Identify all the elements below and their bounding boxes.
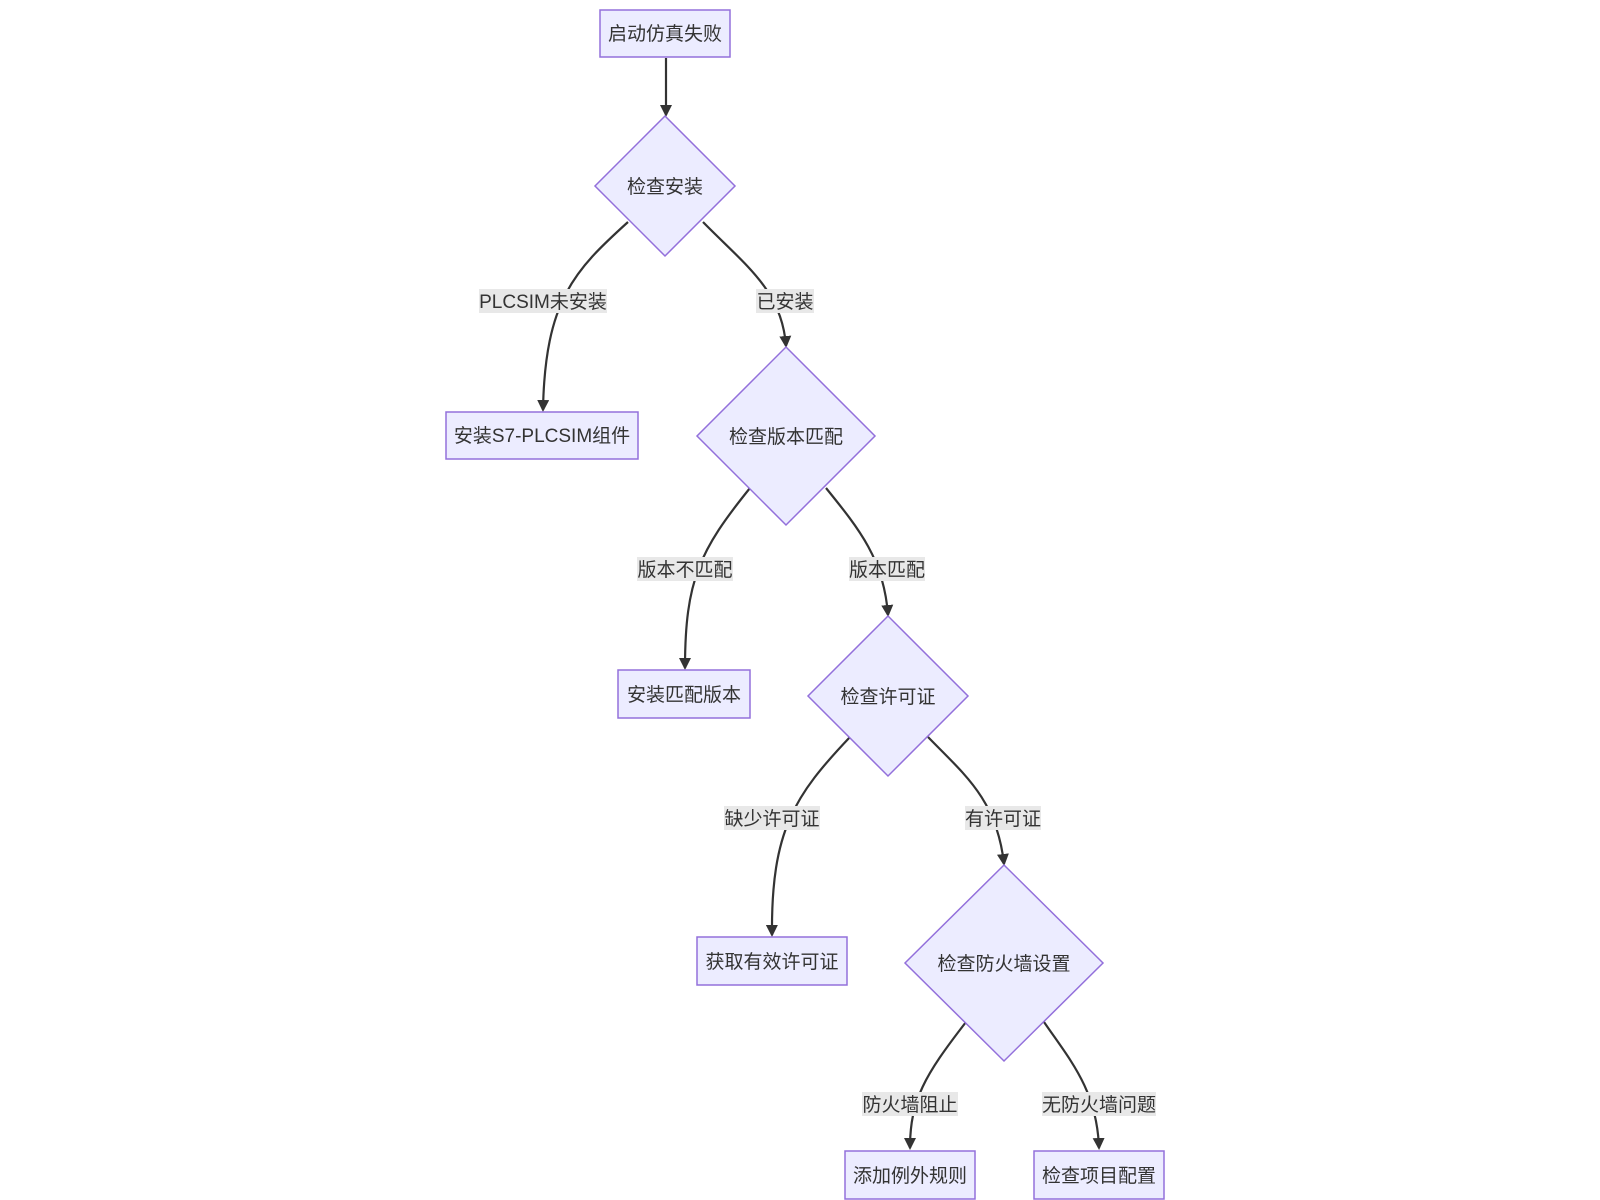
edge-check-version-to-check-license: [825, 487, 894, 617]
edge-check-license-to-check-firewall: [927, 736, 1009, 866]
edge-label-installed: 已安装: [756, 289, 814, 313]
node-install-matching[interactable]: 安装匹配版本: [617, 669, 751, 719]
node-check-project[interactable]: 检查项目配置: [1033, 1150, 1165, 1200]
edge-check-install-to-install-component: [537, 221, 629, 412]
node-label: 检查许可证: [840, 686, 935, 708]
node-add-exception[interactable]: 添加例外规则: [844, 1150, 976, 1200]
node-label: 安装匹配版本: [627, 684, 741, 706]
edge-label-version-mismatch: 版本不匹配: [637, 557, 733, 581]
node-label: 添加例外规则: [853, 1165, 967, 1187]
edge-label-text: 版本不匹配: [637, 559, 732, 581]
edge-check-license-to-get-license: [765, 736, 851, 937]
node-label: 检查安装: [627, 176, 703, 198]
edge-label-text: 有许可证: [965, 808, 1041, 830]
node-label: 启动仿真失败: [608, 23, 722, 45]
edge-check-firewall-to-add-exception: [904, 1021, 967, 1150]
edge-label-no-license: 缺少许可证: [724, 806, 820, 830]
edge-label-text: 无防火墙问题: [1042, 1094, 1156, 1116]
decision-check-firewall[interactable]: 检查防火墙设置: [903, 863, 1105, 1063]
edge-label-text: 版本匹配: [849, 559, 925, 581]
edge-label-no-firewall-issue: 无防火墙问题: [1042, 1092, 1156, 1116]
node-label: 获取有效许可证: [705, 951, 838, 973]
node-label: 安装S7-PLCSIM组件: [454, 425, 630, 447]
decision-check-install[interactable]: 检查安装: [593, 114, 737, 258]
node-start[interactable]: 启动仿真失败: [599, 9, 731, 58]
node-label: 检查防火墙设置: [937, 953, 1070, 975]
nodes: 启动仿真失败 检查安装 安装S7-PLCSIM组件 检查版本匹配 安装匹配版本 …: [445, 9, 1165, 1200]
edge-labels: PLCSIM未安装 已安装 版本不匹配 版本匹配 缺少许可证 有许可证 防火墙阻…: [479, 289, 1156, 1116]
edge-label-has-license: 有许可证: [965, 806, 1041, 830]
node-get-license[interactable]: 获取有效许可证: [696, 936, 848, 986]
decision-check-version[interactable]: 检查版本匹配: [695, 345, 877, 527]
edge-label-firewall-blocked: 防火墙阻止: [862, 1092, 958, 1116]
edge-label-text: 已安装: [756, 291, 813, 313]
node-install-component[interactable]: 安装S7-PLCSIM组件: [445, 411, 639, 460]
edge-check-firewall-to-check-project: [1043, 1021, 1105, 1150]
edge-label-text: 缺少许可证: [724, 808, 819, 830]
edge-label-version-match: 版本匹配: [849, 557, 925, 581]
edge-label-not-installed: PLCSIM未安装: [479, 289, 607, 313]
edge-label-text: 防火墙阻止: [862, 1094, 957, 1116]
node-label: 检查项目配置: [1042, 1165, 1156, 1187]
decision-check-license[interactable]: 检查许可证: [806, 614, 970, 778]
node-label: 检查版本匹配: [729, 426, 843, 448]
edge-check-install-to-check-version: [702, 221, 792, 348]
edge-label-text: PLCSIM未安装: [479, 291, 607, 313]
